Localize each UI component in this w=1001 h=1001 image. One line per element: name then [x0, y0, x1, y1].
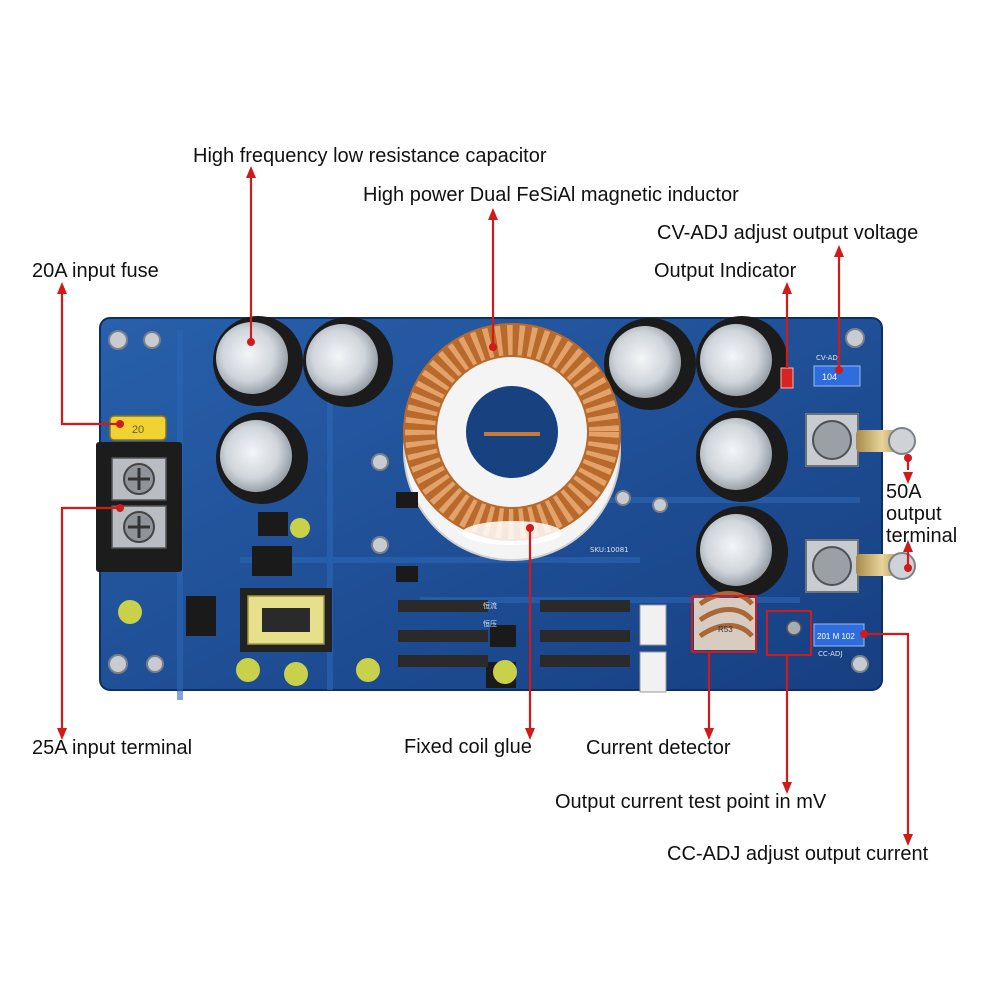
shunt-marking: R53 — [718, 625, 733, 634]
callout-arrows — [57, 166, 913, 846]
label-output-terminal-2: output — [886, 503, 942, 525]
capacitor-7 — [696, 506, 788, 598]
cn-marking-1: 恒流 — [483, 601, 497, 610]
capacitor-4 — [604, 318, 696, 410]
label-cv-adj: CV-ADJ adjust output voltage — [657, 222, 918, 244]
current-test-point — [786, 620, 802, 636]
input-fuse: 20 — [109, 415, 167, 441]
cv-potentiometer: 104 CV-ADJ — [813, 354, 861, 387]
label-current-detector: Current detector — [586, 737, 731, 759]
current-detector-highlight — [691, 595, 757, 653]
shunt-resistor: R53 — [694, 591, 756, 650]
capacitor-2 — [303, 317, 393, 407]
label-coil-glue: Fixed coil glue — [404, 736, 532, 758]
ics — [186, 492, 516, 688]
output-indicator-led — [780, 367, 794, 389]
output-terminals — [805, 413, 916, 593]
label-inductor: High power Dual FeSiAl magnetic inductor — [363, 184, 739, 206]
small-capacitors — [118, 518, 517, 686]
label-cc-adj: CC-ADJ adjust output current — [667, 843, 929, 865]
test-point-highlight — [766, 610, 812, 656]
cn-marking-2: 恒压 — [483, 619, 497, 628]
capacitor-1 — [213, 316, 303, 406]
sku-marking: SKU:10081 — [590, 546, 629, 554]
label-output-terminal-3: terminal — [886, 525, 957, 547]
label-current-test-point: Output current test point in mV — [555, 791, 827, 813]
capacitor-6 — [696, 410, 788, 502]
toroidal-inductor — [403, 323, 621, 561]
capacitor-3 — [216, 412, 308, 504]
label-input-terminal: 25A input terminal — [32, 737, 192, 759]
electrolytic-capacitors — [213, 316, 788, 598]
input-terminal-block — [96, 442, 182, 572]
transformer — [240, 588, 332, 652]
label-output-indicator: Output Indicator — [654, 260, 797, 282]
cc-pot-marking: 201 M 102 — [817, 632, 855, 641]
label-input-fuse: 20A input fuse — [32, 260, 159, 282]
white-connectors — [639, 604, 667, 693]
capacitor-5 — [696, 316, 788, 408]
resistor-arrays — [398, 600, 630, 667]
mounting-holes — [108, 328, 869, 674]
label-output-terminal-1: 50A — [886, 481, 922, 503]
cc-marking: CC-ADJ — [818, 650, 842, 658]
cv-pot-marking: 104 — [822, 372, 837, 382]
fuse-marking: 20 — [132, 424, 144, 436]
cv-marking: CV-ADJ — [816, 354, 840, 362]
label-capacitor: High frequency low resistance capacitor — [193, 145, 547, 167]
